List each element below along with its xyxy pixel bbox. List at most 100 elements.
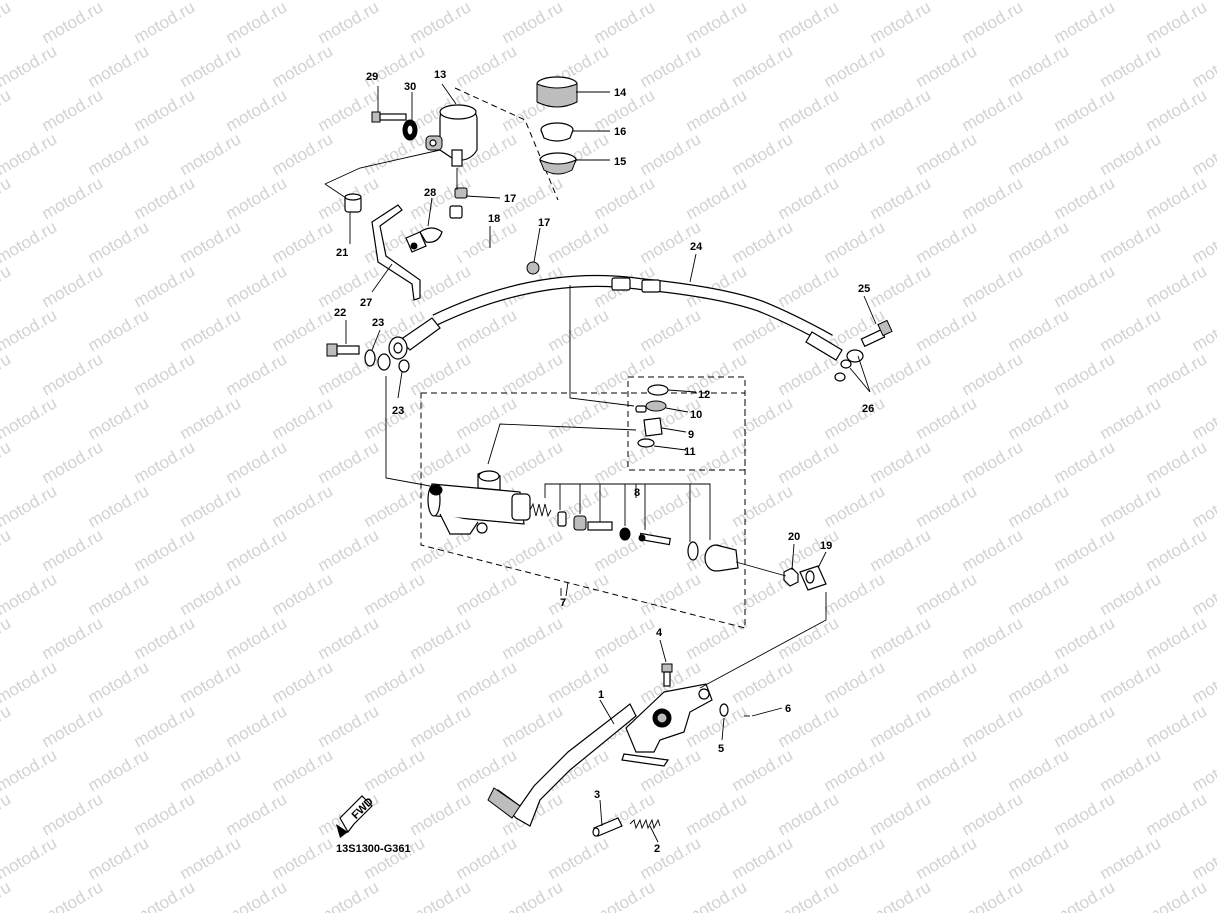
- watermark-text: motod.ru: [913, 569, 981, 619]
- watermark-text: motod.ru: [0, 833, 60, 883]
- watermark-text: motod.ru: [177, 41, 245, 91]
- watermark-text: motod.ru: [775, 0, 843, 47]
- watermark-text: motod.ru: [1097, 481, 1165, 531]
- watermark-text: motod.ru: [1097, 41, 1165, 91]
- callout-9: 9: [688, 429, 694, 441]
- callout-16: 16: [614, 126, 626, 138]
- watermark-text: motod.ru: [959, 0, 1027, 47]
- watermark-text: motod.ru: [85, 657, 153, 707]
- circlip: [688, 542, 698, 560]
- watermark-text: motod.ru: [959, 613, 1027, 663]
- watermark-text: motod.ru: [361, 41, 429, 91]
- callout-24: 24: [690, 241, 703, 253]
- watermark-text: motod.ru: [453, 745, 521, 795]
- watermark-text: motod.ru: [1097, 129, 1165, 179]
- watermark-text: motod.ru: [729, 41, 797, 91]
- watermark-text: motod.ru: [1051, 0, 1119, 47]
- watermark-text: motod.ru: [1097, 217, 1165, 267]
- watermark-text: motod.ru: [545, 833, 613, 883]
- watermark-text: motod.ru: [775, 85, 843, 135]
- watermark-text: motod.ru: [315, 877, 383, 913]
- watermark-text: motod.ru: [223, 437, 291, 487]
- watermark-text: motod.ru: [0, 613, 14, 663]
- bolt-29: [372, 112, 406, 122]
- callout-14: 14: [614, 87, 627, 99]
- callout-7: 7: [560, 597, 566, 609]
- watermark-text: motod.ru: [913, 745, 981, 795]
- watermark-text: motod.ru: [269, 569, 337, 619]
- watermark-text: motod.ru: [0, 129, 60, 179]
- watermark-text: motod.ru: [269, 393, 337, 443]
- watermark-text: motod.ru: [959, 173, 1027, 223]
- callout-29: 29: [366, 71, 378, 83]
- watermark-text: motod.ru: [499, 0, 567, 47]
- watermark-text: motod.ru: [131, 789, 199, 839]
- diaphragm-15: [540, 153, 576, 174]
- watermark-text: motod.ru: [637, 481, 705, 531]
- watermark-text: motod.ru: [1189, 393, 1217, 443]
- watermark-text: motod.ru: [269, 41, 337, 91]
- callout-5: 5: [718, 743, 724, 755]
- banjo-fitting-rear: [847, 350, 863, 362]
- watermark-text: motod.ru: [1005, 217, 1073, 267]
- watermark-text: motod.ru: [315, 525, 383, 575]
- watermark-text: motod.ru: [1097, 393, 1165, 443]
- watermark-text: motod.ru: [1051, 613, 1119, 663]
- piston-cup: [574, 516, 586, 530]
- watermark-text: motod.ru: [591, 173, 659, 223]
- watermark-text: motod.ru: [315, 0, 383, 47]
- watermark-text: motod.ru: [1051, 85, 1119, 135]
- watermark-text: motod.ru: [867, 613, 935, 663]
- watermark-text: motod.ru: [223, 85, 291, 135]
- watermark-text: motod.ru: [821, 217, 889, 267]
- callout-8: 8: [634, 487, 640, 499]
- watermark-text: motod.ru: [1189, 657, 1217, 707]
- watermark-text: motod.ru: [913, 657, 981, 707]
- watermark-text: motod.ru: [867, 349, 935, 399]
- watermark-text: motod.ru: [867, 877, 935, 913]
- watermark-text: motod.ru: [499, 877, 567, 913]
- union-bolt-22: [327, 344, 359, 356]
- watermark-text: motod.ru: [0, 41, 60, 91]
- watermark-text: motod.ru: [867, 789, 935, 839]
- watermark-text: motod.ru: [1143, 437, 1211, 487]
- watermark-text: motod.ru: [131, 877, 199, 913]
- watermark-text: motod.ru: [269, 481, 337, 531]
- watermark-text: motod.ru: [821, 481, 889, 531]
- watermark-text: motod.ru: [1005, 481, 1073, 531]
- watermark-text: motod.ru: [0, 349, 14, 399]
- watermark-text: motod.ru: [131, 0, 199, 47]
- watermark-text: motod.ru: [1143, 85, 1211, 135]
- watermark-text: motod.ru: [407, 613, 475, 663]
- watermark-text: motod.ru: [0, 393, 60, 443]
- o-ring-11: [638, 439, 654, 447]
- watermark-text: motod.ru: [545, 305, 613, 355]
- watermark-text: motod.ru: [683, 437, 751, 487]
- watermark-text: motod.ru: [729, 833, 797, 883]
- watermark-text: motod.ru: [637, 129, 705, 179]
- watermark-text: motod.ru: [223, 613, 291, 663]
- watermark-text: motod.ru: [453, 569, 521, 619]
- watermark-text: motod.ru: [1051, 525, 1119, 575]
- watermark-text: motod.ru: [39, 877, 107, 913]
- watermark-text: motod.ru: [1097, 745, 1165, 795]
- watermark-text: motod.ru: [913, 393, 981, 443]
- callout-12: 12: [698, 389, 710, 401]
- watermark-text: motod.ru: [453, 393, 521, 443]
- watermark-text: motod.ru: [223, 789, 291, 839]
- callout-22: 22: [334, 307, 346, 319]
- watermark-text: motod.ru: [1189, 129, 1217, 179]
- watermark-text: motod.ru: [269, 657, 337, 707]
- clevis-19: [800, 566, 826, 590]
- watermark-text: motod.ru: [1143, 261, 1211, 311]
- watermark-text: motod.ru: [775, 437, 843, 487]
- watermark-text: motod.ru: [407, 701, 475, 751]
- watermark-text: motod.ru: [269, 833, 337, 883]
- watermark-text: motod.ru: [131, 261, 199, 311]
- watermark-text: motod.ru: [223, 701, 291, 751]
- watermark-text: motod.ru: [1097, 657, 1165, 707]
- watermark-text: motod.ru: [39, 261, 107, 311]
- watermark-text: motod.ru: [223, 261, 291, 311]
- watermark-text: motod.ru: [85, 129, 153, 179]
